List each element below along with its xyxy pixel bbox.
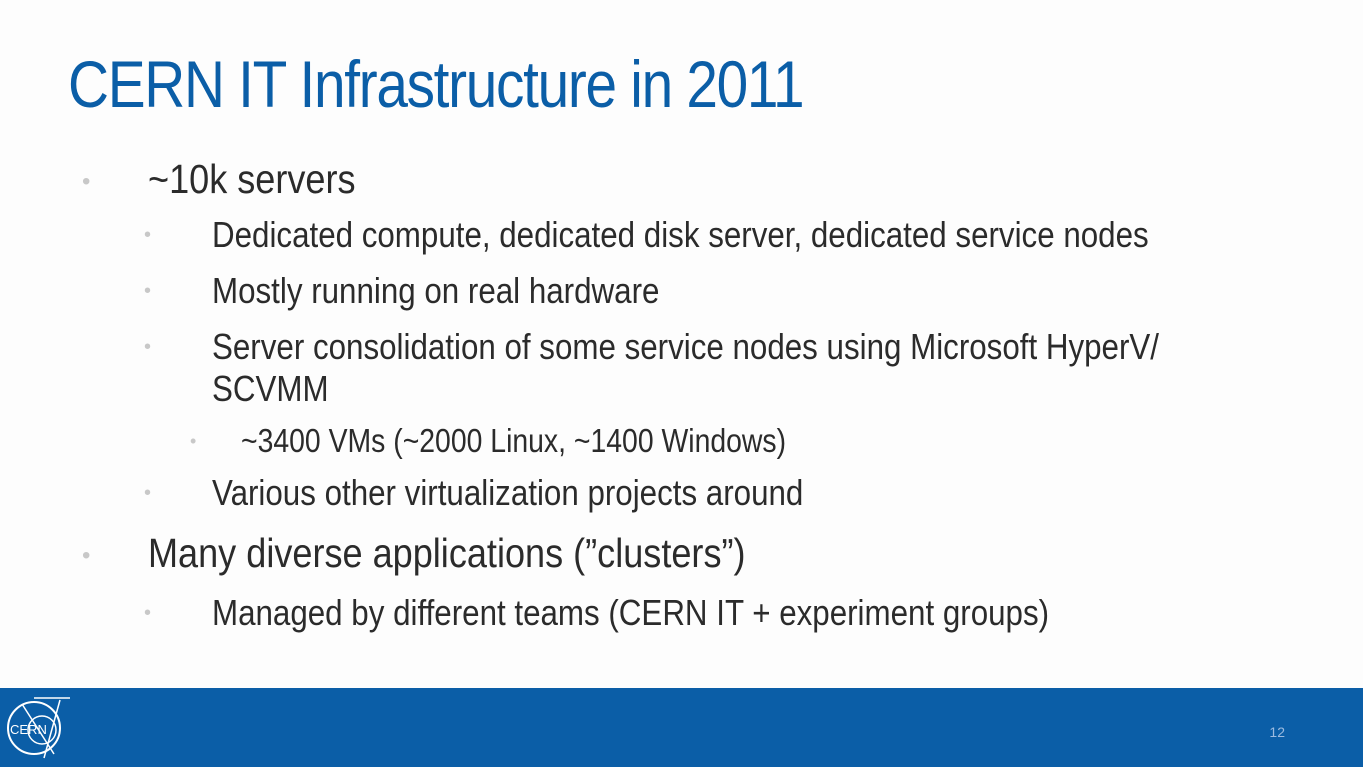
bullet-text: Many diverse applications (”clusters”) (148, 530, 746, 576)
footer-bar: CERN 12 (0, 688, 1363, 767)
bullet-text: Server consolidation of some service nod… (212, 326, 1159, 367)
logo-text: CERN (10, 722, 47, 737)
bullet-text: SCVMM (212, 368, 329, 409)
bullet-text: ~10k servers (148, 156, 356, 202)
bullet-dot: • (82, 168, 91, 195)
bullet-dot: • (190, 431, 197, 451)
cern-logo: CERN (7, 697, 70, 759)
slide-title: CERN IT Infrastructure in 2011 (68, 47, 805, 121)
bullet-text: Dedicated compute, dedicated disk server… (212, 214, 1149, 255)
bullet-text: Mostly running on real hardware (212, 270, 660, 311)
bullet-text: ~3400 VMs (~2000 Linux, ~1400 Windows) (241, 422, 787, 459)
bullet-dot: • (82, 542, 91, 569)
bullet-dot: • (144, 482, 152, 504)
page-number: 12 (1269, 724, 1285, 740)
bullet-text: Various other virtualization projects ar… (212, 472, 804, 513)
bullet-text: Managed by different teams (CERN IT + ex… (212, 592, 1050, 633)
bullet-dot: • (144, 602, 152, 624)
bullet-dot: • (144, 280, 152, 302)
bullet-dot: • (144, 224, 152, 246)
bullet-dot: • (144, 336, 152, 358)
